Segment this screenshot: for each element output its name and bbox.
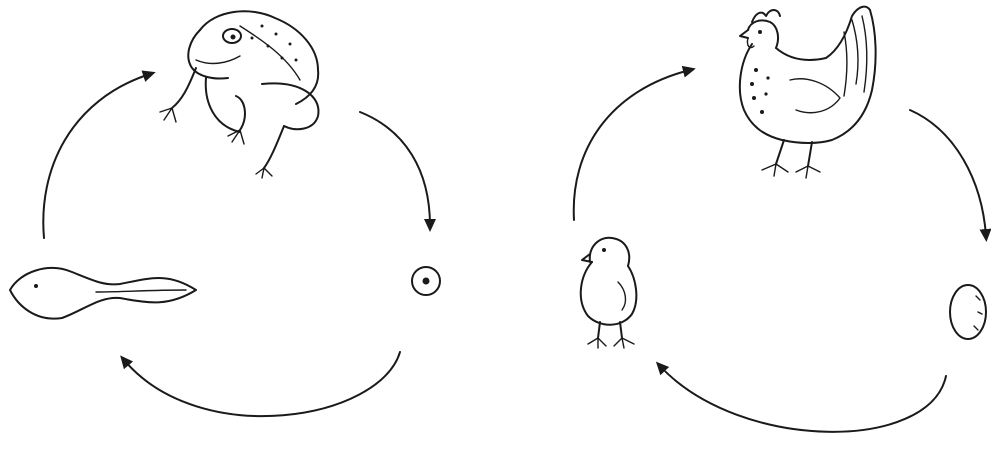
frog-life-cycle (10, 11, 440, 416)
tadpole-icon (10, 268, 196, 319)
hen-icon (740, 7, 876, 178)
chicken-life-cycle (574, 7, 986, 432)
frog-icon (160, 11, 318, 178)
chick-icon (581, 238, 637, 348)
cycle-arrow-tadpole-to-frog (43, 74, 150, 238)
hen-egg-icon (950, 285, 986, 339)
frog-egg-icon (412, 267, 440, 295)
cycle-arrow-chick-to-hen (574, 70, 690, 220)
cycle-arrow-egg-to-chick (660, 366, 946, 432)
cycle-arrow-egg-to-tadpole (124, 352, 400, 416)
cycle-arrow-hen-to-egg (910, 110, 986, 236)
cycle-arrow-frog-to-egg (360, 112, 430, 226)
